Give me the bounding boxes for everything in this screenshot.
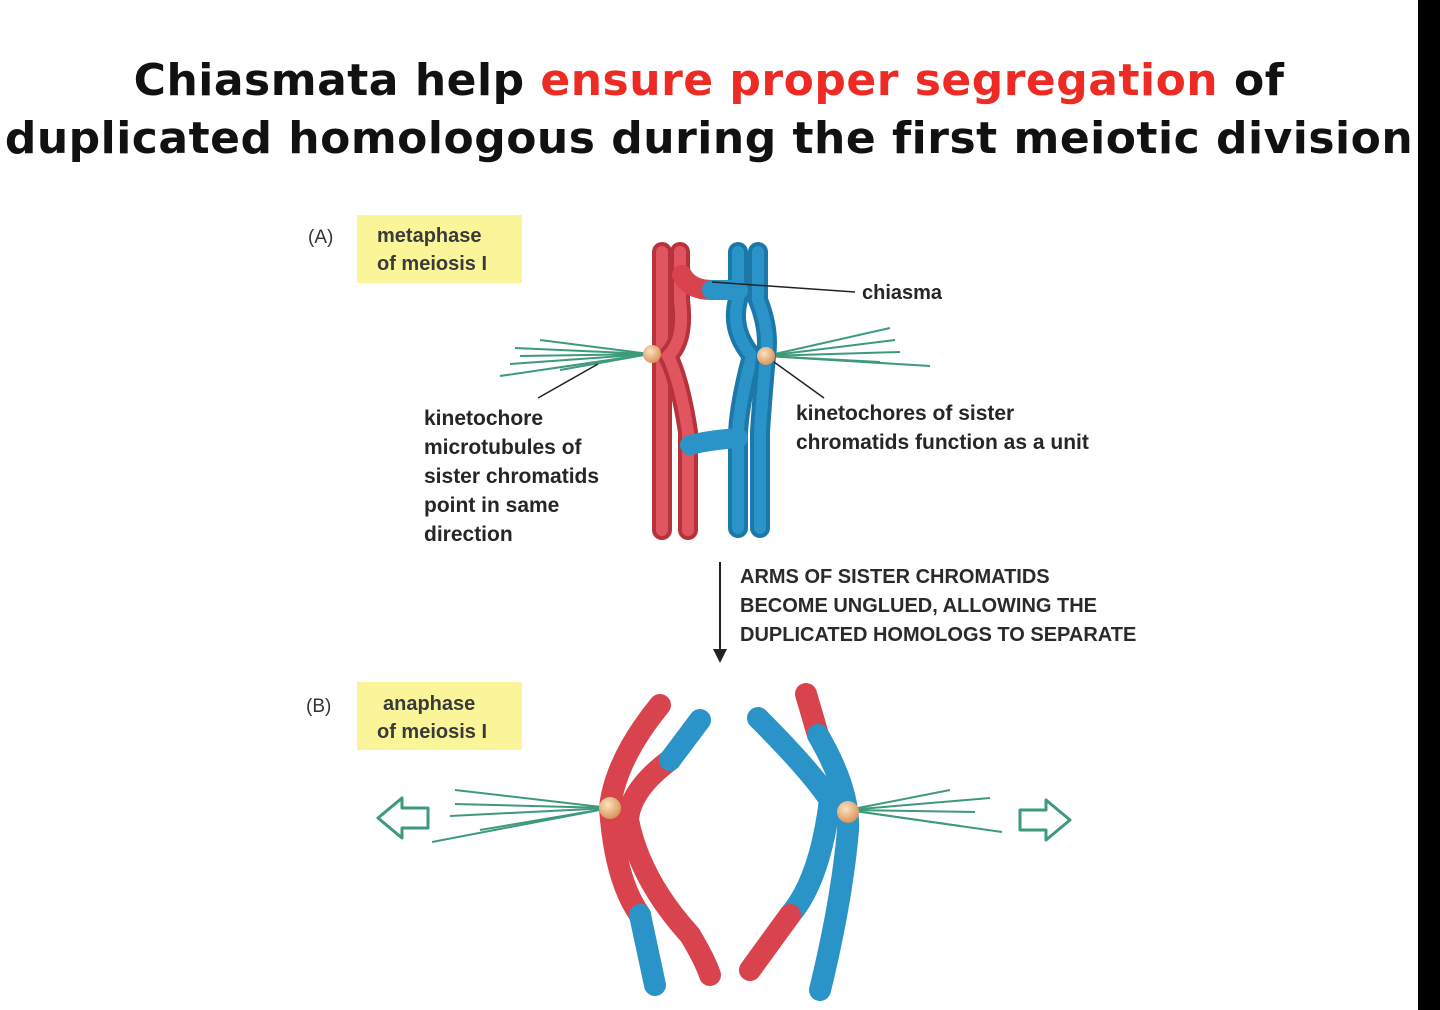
transition-caption: ARMS OF SISTER CHROMATIDS BECOME UNGLUED… [740,566,1136,646]
transition-line-3: DUPLICATED HOMOLOGS TO SEPARATE [740,624,1136,646]
panel-a-left-kinetochore [643,345,661,363]
transition-line-2: BECOME UNGLUED, ALLOWING THE [740,595,1097,617]
title-part-1: Chiasmata help [133,55,541,106]
left-annotation-line-5: direction [424,523,513,546]
title-line-2: duplicated homologous during the first m… [4,113,1414,164]
transition-line-1: ARMS OF SISTER CHROMATIDS [740,566,1050,588]
panel-a-stage-box [357,215,522,283]
panel-a-stage-line2: of meiosis I [377,253,487,275]
left-annotation: kinetochore microtubules of sister chrom… [424,407,599,546]
right-annotation-line-2: chromatids function as a unit [796,431,1089,454]
panel-b-letter: (B) [306,696,331,717]
panel-a-red-homolog [652,242,722,540]
chiasma-label: chiasma [862,282,943,304]
panel-b-stage-box [357,682,522,750]
panel-a-left-spindle [499,339,651,377]
right-leader-line [773,361,825,399]
slide-title: Chiasmata help ensure proper segregation… [0,52,1418,168]
panel-b-right-homolog [739,683,860,1001]
title-highlight: ensure proper segregation [540,55,1219,106]
panel-b-left-homolog [598,694,721,996]
title-line-1: Chiasmata help ensure proper segregation… [0,52,1418,110]
panel-a-stage-line1: metaphase [377,225,482,247]
panel-a-letter: (A) [308,227,333,248]
panel-a-right-kinetochore [757,347,775,365]
chiasma-leader-line [711,281,856,293]
panel-b-left-kinetochore [599,797,621,819]
panel-a-right-spindle [765,327,931,367]
panel-b-right-kinetochore [837,801,859,823]
panel-b-stage-line1: anaphase [383,693,475,715]
left-annotation-line-4: point in same [424,494,559,517]
panel-b-left-spindle [431,789,611,843]
left-annotation-line-3: sister chromatids [424,465,599,488]
panel-b-right-spindle [847,789,1003,833]
left-annotation-line-1: kinetochore [424,407,543,430]
hollow-arrow-left-icon [376,796,430,840]
right-edge-bar [1418,0,1440,1010]
right-annotation-line-1: kinetochores of sister [796,402,1014,425]
hollow-arrow-right-icon [1018,798,1072,842]
title-part-2: of [1218,55,1285,106]
left-annotation-line-2: microtubules of [424,436,583,459]
left-leader-line [537,363,599,399]
panel-b-stage-line2: of meiosis I [377,721,487,743]
right-annotation: kinetochores of sister chromatids functi… [796,402,1089,454]
